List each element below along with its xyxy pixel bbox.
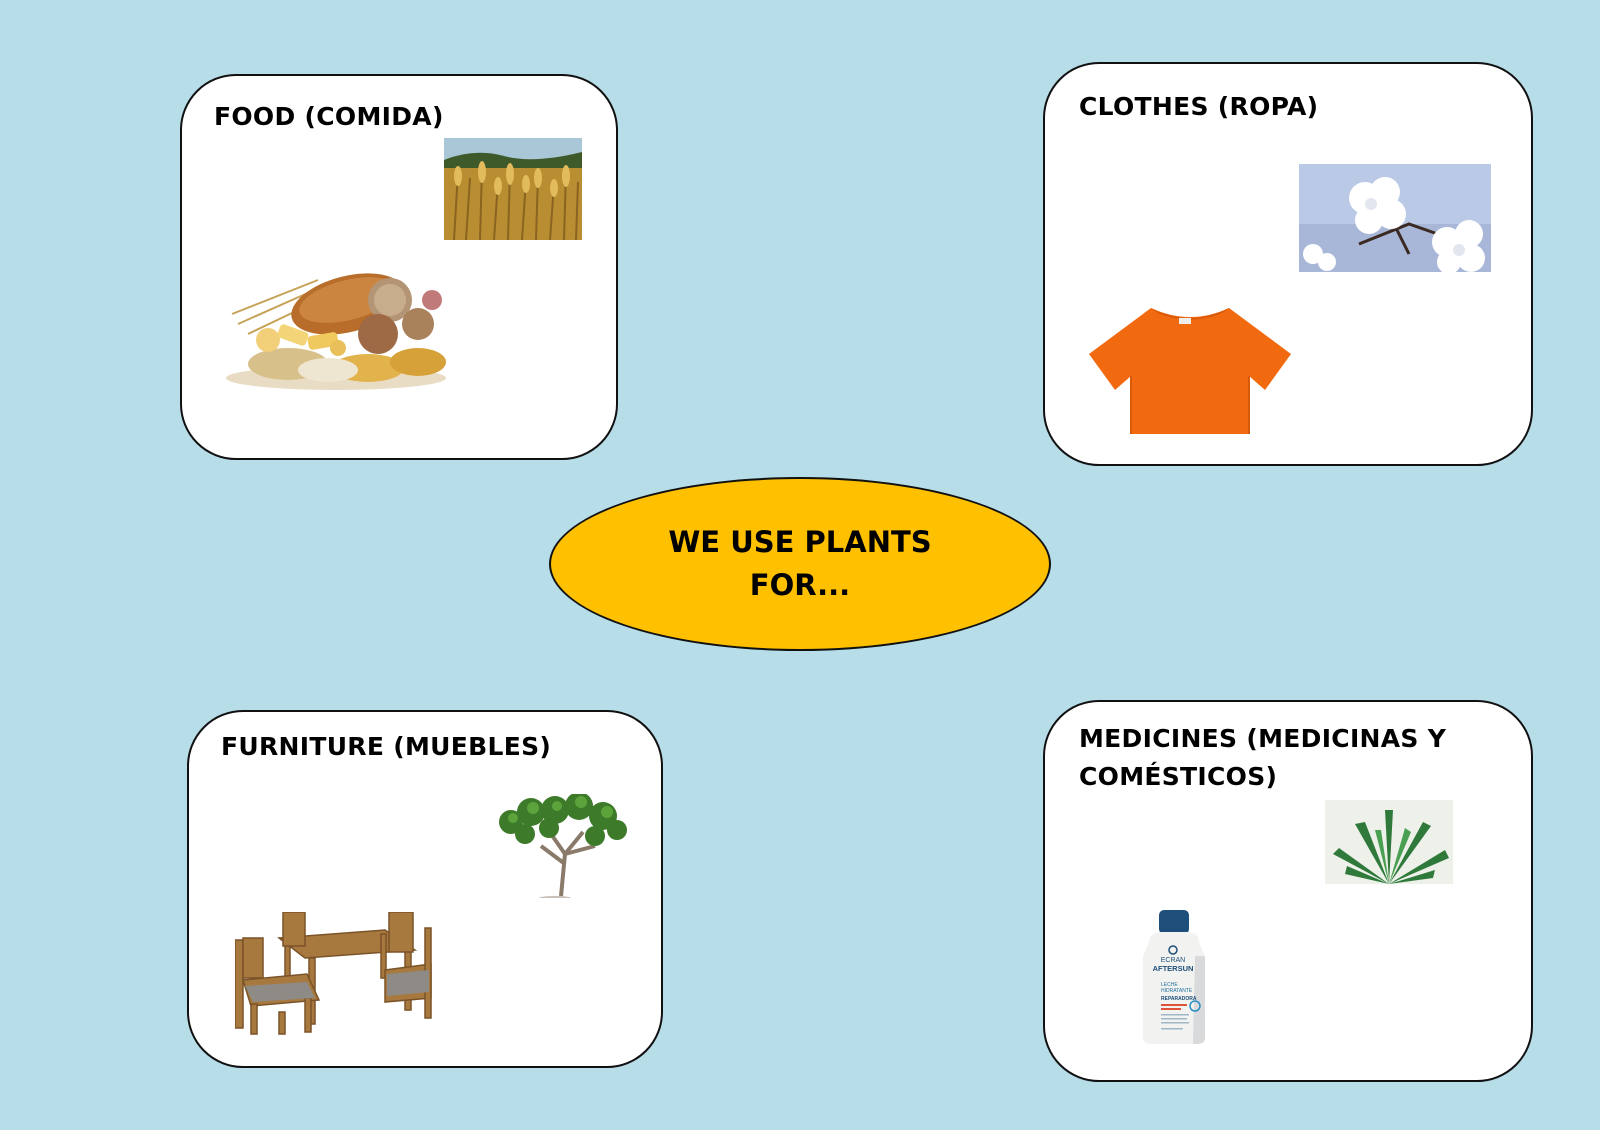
- wooden-table-chairs-photo: [235, 912, 432, 1035]
- card-clothes: CLOTHES (ROPA): [1043, 62, 1533, 466]
- bottle-line-1: LECHE: [1161, 982, 1178, 988]
- card-title-clothes: CLOTHES (ROPA): [1079, 92, 1319, 121]
- card-title-furniture: FURNITURE (MUEBLES): [221, 732, 552, 761]
- bottle-brand: ECRAN: [1161, 957, 1186, 964]
- card-food: FOOD (COMIDA): [180, 74, 618, 460]
- card-title-medicines: MEDICINES (MEDICINAS Y COMÉSTICOS): [1079, 724, 1447, 791]
- card-medicines: MEDICINES (MEDICINAS Y COMÉSTICOS) ECRAN…: [1043, 700, 1533, 1082]
- bottle-line-3: REPARADORA: [1161, 996, 1197, 1002]
- card-title-food: FOOD (COMIDA): [214, 102, 444, 131]
- aftersun-lotion-bottle-photo: ECRAN AFTERSUN LECHE HIDRATANTE REPARADO…: [1143, 910, 1205, 1044]
- aloe-vera-plant-photo: [1325, 800, 1453, 884]
- card-furniture: FURNITURE (MUEBLES): [187, 710, 663, 1068]
- cotton-plant-photo: [1299, 164, 1491, 272]
- orange-tshirt-photo: [1089, 308, 1291, 434]
- center-ellipse: WE USE PLANTS FOR...: [549, 477, 1051, 651]
- bottle-product: AFTERSUN: [1153, 964, 1194, 973]
- tree-illustration: [499, 794, 627, 898]
- wheat-field-photo: [444, 138, 582, 240]
- center-label: WE USE PLANTS FOR...: [668, 525, 932, 602]
- bread-and-grains-photo: [226, 273, 446, 390]
- bottle-line-2: HIDRATANTE: [1161, 988, 1193, 994]
